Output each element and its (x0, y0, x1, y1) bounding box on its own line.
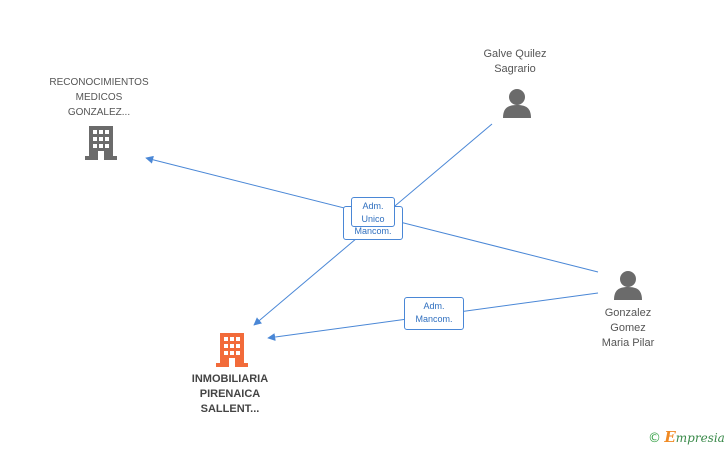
empresia-logo-text: mpresia (675, 431, 725, 445)
node-label-gonzalez: Gonzalez Gomez Maria Pilar (601, 307, 655, 349)
edge-label-adm-unico: Adm. Unico (351, 197, 395, 227)
copyright-symbol: © (648, 431, 661, 446)
building-icon[interactable] (216, 333, 248, 367)
node-label-inmobiliaria: INMOBILIARIA PIRENAICA SALLENT... (191, 373, 269, 415)
edge-label-adm-mancom: Adm. Mancom. (404, 297, 464, 330)
person-icon[interactable] (502, 88, 532, 118)
node-label-reconocimientos: RECONOCIMIENTOS MEDICOS GONZALEZ... (49, 77, 149, 118)
person-icon[interactable] (613, 270, 643, 300)
empresia-logo-initial: E (664, 428, 676, 446)
node-label-galve: Galve Quilez Sagrario (483, 48, 547, 75)
empresia-watermark: © Empresia (648, 428, 725, 446)
building-icon[interactable] (85, 126, 117, 160)
